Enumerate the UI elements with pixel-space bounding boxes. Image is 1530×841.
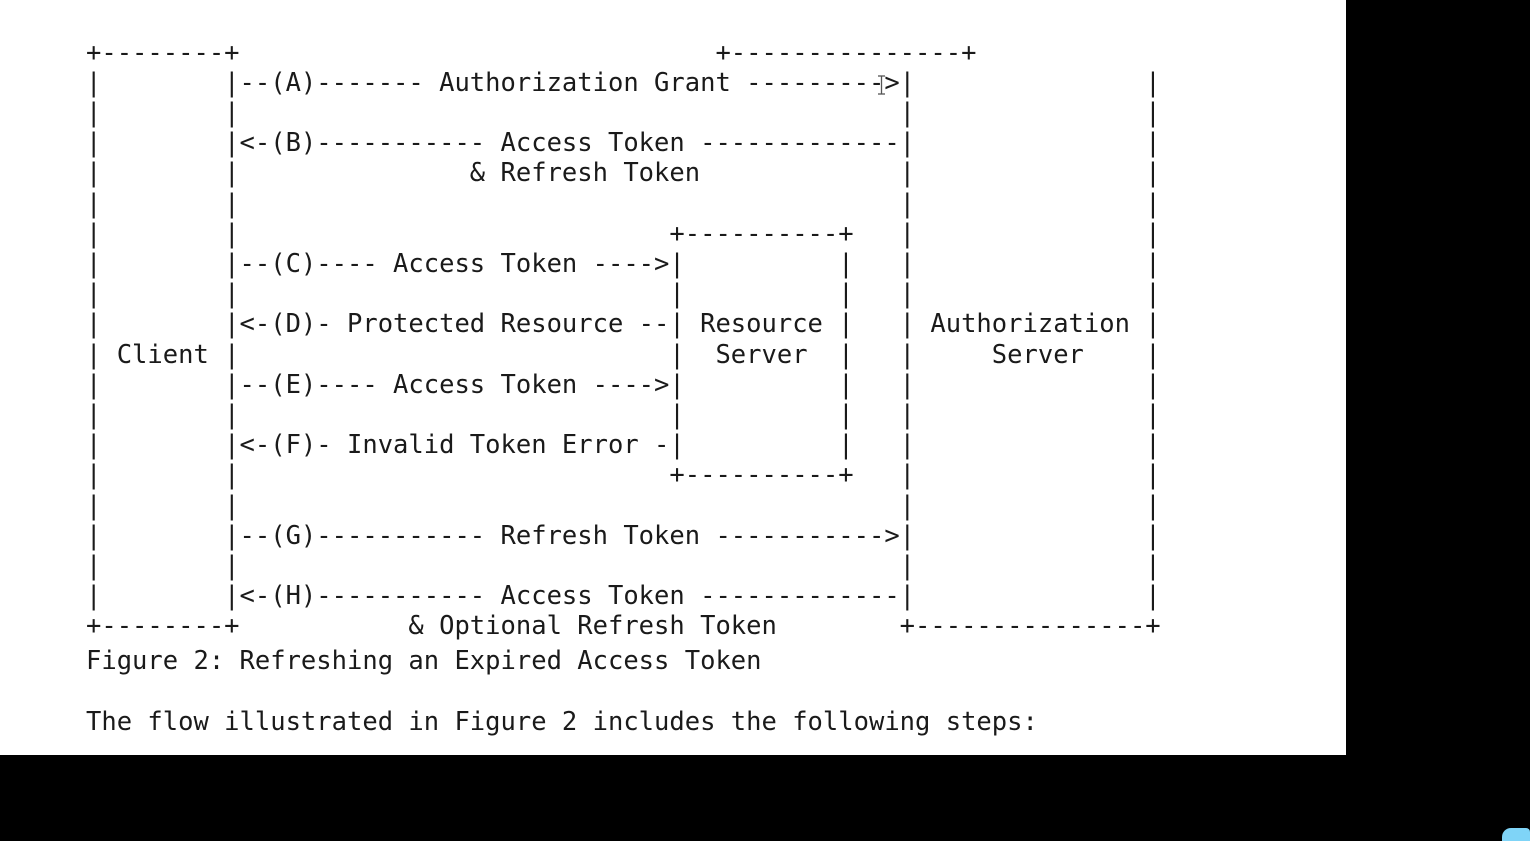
corner-accent-blob [1502, 828, 1530, 841]
bottom-letterbox [0, 755, 1530, 841]
right-letterbox [1346, 0, 1530, 841]
figure-caption: Figure 2: Refreshing an Expired Access T… [86, 646, 762, 676]
body-paragraph: The flow illustrated in Figure 2 include… [86, 707, 1038, 737]
ascii-art-figure: +--------+ +---------------+ | |--(A)---… [86, 37, 1161, 642]
document-page[interactable]: +--------+ +---------------+ | |--(A)---… [0, 0, 1346, 755]
